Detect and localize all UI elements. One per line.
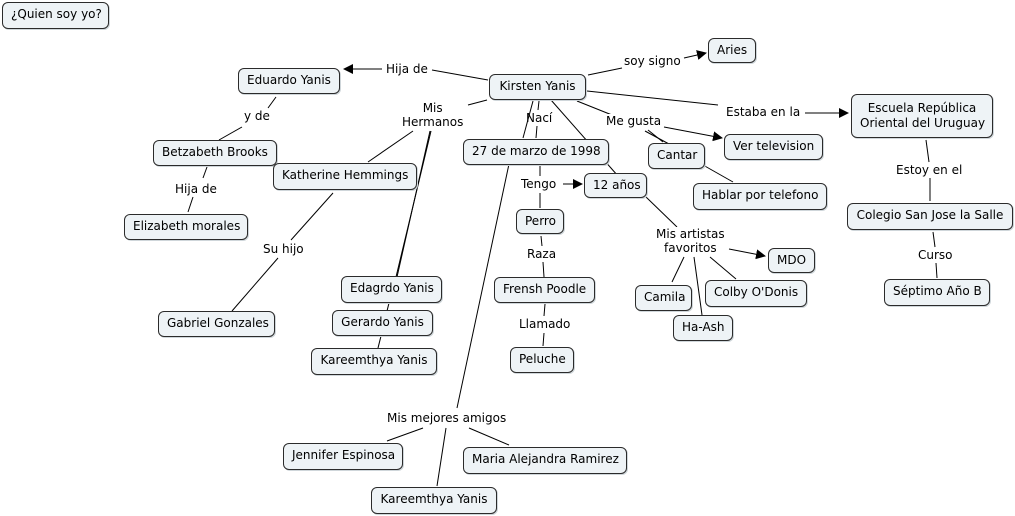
concept-camila[interactable]: Camila (635, 285, 692, 311)
link-raza: Raza (525, 247, 559, 261)
line (218, 126, 243, 141)
concept-katherine-hemmings[interactable]: Katherine Hemmings (273, 163, 417, 190)
line (586, 90, 719, 106)
line (436, 427, 447, 487)
concept-colegio[interactable]: Colegio San Jose la Salle (847, 203, 1013, 230)
line (231, 257, 279, 312)
line (396, 130, 431, 278)
line (702, 164, 734, 183)
concept-kirsten-yanis[interactable]: Kirsten Yanis (489, 74, 586, 100)
link-tengo: Tengo (519, 177, 559, 191)
link-mis-hermanos-line1: Mis (422, 101, 443, 115)
line (456, 163, 510, 409)
line-arrow (683, 50, 707, 60)
link-soy-signo: soy signo (622, 54, 683, 68)
concept-hablar-por-telefono[interactable]: Hablar por telefono (693, 183, 827, 210)
line (932, 231, 936, 248)
line (290, 192, 334, 241)
concept-escuela[interactable]: Escuela República Oriental del Uruguay (851, 94, 993, 138)
link-hija-de-2: Hija de (173, 182, 219, 196)
link-llamado: Llamado (517, 317, 573, 331)
link-mis-hermanos-line2: Hermanos (402, 115, 464, 129)
concept-aries[interactable]: Aries (708, 38, 756, 63)
concept-cantar[interactable]: Cantar (648, 143, 705, 169)
line (522, 100, 534, 139)
line (468, 427, 510, 446)
concept-betzabeth-brooks[interactable]: Betzabeth Brooks (153, 140, 277, 166)
link-y-de: y de (242, 109, 272, 123)
link-mis-artistas-favoritos: Mis artistas favoritos (654, 227, 727, 255)
line (543, 303, 546, 317)
concept-mdo[interactable]: MDO (768, 248, 815, 273)
concept-escuela-line2: Oriental del Uruguay (860, 116, 986, 130)
concept-kareemthya-yanis-sibling[interactable]: Kareemthya Yanis (311, 348, 437, 375)
line (935, 262, 938, 279)
line (645, 196, 678, 228)
link-naci: Nací (526, 111, 553, 125)
line (367, 130, 414, 163)
line (576, 100, 613, 116)
link-me-gusta: Me gusta (604, 114, 664, 128)
concept-septimo-ano-b[interactable]: Séptimo Año B (884, 279, 990, 306)
concept-gabriel-gonzales[interactable]: Gabriel Gonzales (158, 311, 275, 337)
concept-perro[interactable]: Perro (516, 209, 564, 234)
line (647, 129, 664, 143)
line (187, 196, 194, 213)
line (267, 96, 277, 109)
link-curso: Curso (916, 248, 955, 262)
concept-jennifer-espinosa[interactable]: Jennifer Espinosa (283, 443, 403, 470)
line (542, 332, 545, 347)
line (377, 335, 382, 349)
line (535, 125, 538, 139)
concept-ha-ash[interactable]: Ha-Ash (673, 315, 733, 341)
link-estoy-en-el: Estoy en el (894, 163, 965, 177)
link-estaba-en-la: Estaba en la (724, 105, 803, 119)
line (467, 99, 488, 106)
concept-colby-odonis[interactable]: Colby O'Donis (705, 280, 807, 307)
line (537, 100, 540, 111)
line (542, 261, 545, 278)
concept-eduardo-yanis[interactable]: Eduardo Yanis (238, 68, 340, 94)
line (693, 256, 703, 316)
line (431, 69, 489, 81)
line (202, 166, 208, 179)
line-arrow (728, 248, 766, 260)
concept-elizabeth-morales[interactable]: Elizabeth morales (124, 214, 248, 240)
link-hija-de: Hija de (384, 62, 430, 76)
line (671, 256, 685, 283)
concept-age[interactable]: 12 años (584, 173, 647, 198)
line-arrow (663, 126, 723, 142)
concept-birth-date[interactable]: 27 de marzo de 1998 (463, 139, 609, 165)
line (386, 302, 390, 312)
line (386, 427, 424, 442)
concept-gerardo-yanis[interactable]: Gerardo Yanis (332, 310, 433, 336)
line (709, 256, 737, 280)
concept-edagrdo-yanis[interactable]: Edagrdo Yanis (341, 276, 442, 303)
link-mis-hermanos: Mis Hermanos (400, 101, 466, 129)
line (587, 67, 623, 76)
line (540, 235, 543, 247)
link-mis-artistas-line2: favoritos (664, 241, 717, 255)
concept-kareemthya-yanis-friend[interactable]: Kareemthya Yanis (371, 487, 497, 514)
link-su-hijo: Su hijo (261, 242, 306, 256)
title-node[interactable]: ¿Quien soy yo? (2, 2, 109, 29)
link-mis-artistas-line1: Mis artistas (656, 227, 725, 241)
concept-peluche[interactable]: Peluche (510, 347, 574, 373)
concept-frensh-poodle[interactable]: Frensh Poodle (494, 277, 595, 303)
concept-ver-television[interactable]: Ver television (724, 134, 823, 160)
concept-maria-alejandra-ramirez[interactable]: Maria Alejandra Ramirez (463, 447, 627, 474)
link-mis-mejores-amigos: Mis mejores amigos (385, 411, 509, 425)
concept-escuela-line1: Escuela República (867, 101, 977, 115)
line (925, 139, 930, 163)
